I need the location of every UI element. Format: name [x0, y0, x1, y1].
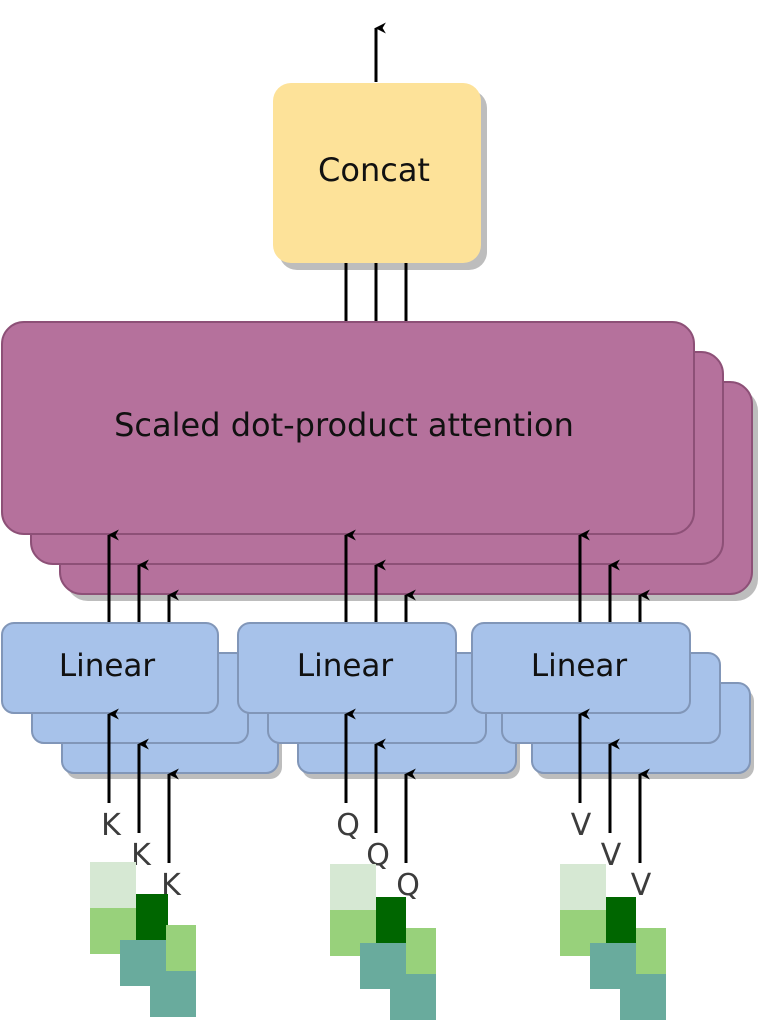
- q-label: Q: [336, 808, 360, 843]
- v-label: V: [571, 808, 592, 843]
- concat-input-lines: [344, 263, 408, 323]
- q-linear-label: Linear: [297, 648, 394, 684]
- concat-label: Concat: [318, 151, 430, 189]
- attention-label: Scaled dot-product attention: [114, 406, 574, 444]
- attention-stack: Scaled dot-product attention: [1, 321, 758, 601]
- q-label: Q: [396, 868, 420, 903]
- k-linear-label: Linear: [59, 648, 156, 684]
- q-linear-stack: Linear: [237, 622, 520, 779]
- q-input-matrix: [330, 864, 436, 1020]
- k-label: K: [101, 808, 122, 843]
- k-input-matrix: [90, 862, 196, 1017]
- input-labels: K K K Q Q Q V V V: [101, 808, 652, 903]
- concat-block: Concat: [273, 83, 487, 270]
- v-label: V: [631, 868, 652, 903]
- k-label: K: [131, 838, 152, 873]
- v-input-matrix: [560, 864, 666, 1020]
- v-linear-stack: Linear: [471, 622, 754, 779]
- v-linear-label: Linear: [531, 648, 628, 684]
- k-linear-stack: Linear: [1, 622, 282, 779]
- concat-box: [273, 83, 481, 263]
- linear-to-attention-arrows: [107, 529, 650, 623]
- input-arrows: [107, 708, 650, 863]
